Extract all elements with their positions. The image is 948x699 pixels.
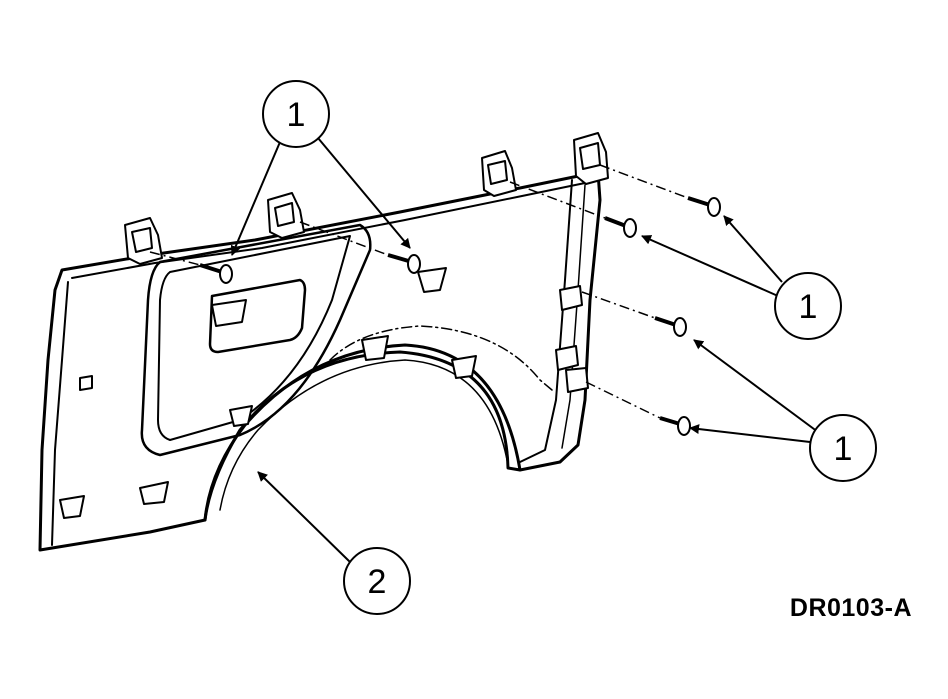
callout-1c-label: 1 bbox=[834, 430, 853, 468]
clip-panel-1 bbox=[417, 267, 447, 293]
leader-1a-right bbox=[317, 137, 411, 249]
screw-2 bbox=[387, 253, 421, 274]
quarter-trim-panel bbox=[38, 170, 602, 552]
screw-centerlines bbox=[149, 164, 689, 419]
lamp-opening bbox=[208, 278, 307, 354]
panel-right-flange bbox=[519, 179, 573, 463]
clip-panel-4 bbox=[451, 355, 477, 379]
window-recess-outer bbox=[140, 223, 372, 457]
screw-1 bbox=[199, 263, 233, 284]
screw-4 bbox=[687, 196, 721, 217]
callout-1b-label: 1 bbox=[799, 288, 818, 326]
clip-panel-7 bbox=[59, 495, 85, 519]
screws bbox=[199, 196, 721, 436]
leader-1c-upper bbox=[693, 339, 819, 433]
clip-panel-3 bbox=[361, 335, 389, 361]
screw-6 bbox=[659, 416, 691, 436]
callout-1b: 1 bbox=[774, 272, 842, 340]
clip-panel-2 bbox=[211, 299, 247, 327]
figure-code: DR0103-A bbox=[789, 594, 912, 622]
clip-panel-8 bbox=[79, 375, 93, 391]
screw-5 bbox=[654, 316, 687, 337]
wheel-arch-inner bbox=[219, 359, 509, 511]
leader-lines bbox=[230, 137, 819, 563]
leader-1a-left bbox=[230, 141, 281, 256]
callout-1c: 1 bbox=[809, 414, 877, 482]
hidden-contour bbox=[329, 325, 553, 391]
callout-1a: 1 bbox=[262, 80, 330, 148]
leader-1b-upper bbox=[723, 215, 783, 283]
clip-top-3 bbox=[481, 150, 517, 197]
clip-top-2 bbox=[267, 192, 305, 239]
leader-1b-lower bbox=[641, 235, 779, 297]
wheel-arch bbox=[203, 343, 522, 522]
clip-top-4 bbox=[573, 132, 609, 185]
clip-flange-2 bbox=[555, 345, 579, 371]
window-recess-inner bbox=[157, 235, 351, 441]
callout-1a-label: 1 bbox=[287, 96, 306, 134]
panel-left-edge bbox=[51, 281, 69, 546]
clip-flange-3 bbox=[565, 367, 589, 393]
clip-panel-6 bbox=[139, 481, 169, 505]
panel-right-flange-inner bbox=[561, 184, 586, 449]
clip-flange-1 bbox=[559, 285, 583, 311]
screw-3 bbox=[604, 216, 637, 238]
clip-panel-5 bbox=[229, 405, 253, 427]
callout-2-label: 2 bbox=[368, 563, 387, 601]
callout-2: 2 bbox=[343, 547, 411, 615]
clip-top-1 bbox=[124, 217, 163, 265]
leader-1c-lower bbox=[689, 424, 811, 443]
leader-2 bbox=[257, 471, 351, 563]
